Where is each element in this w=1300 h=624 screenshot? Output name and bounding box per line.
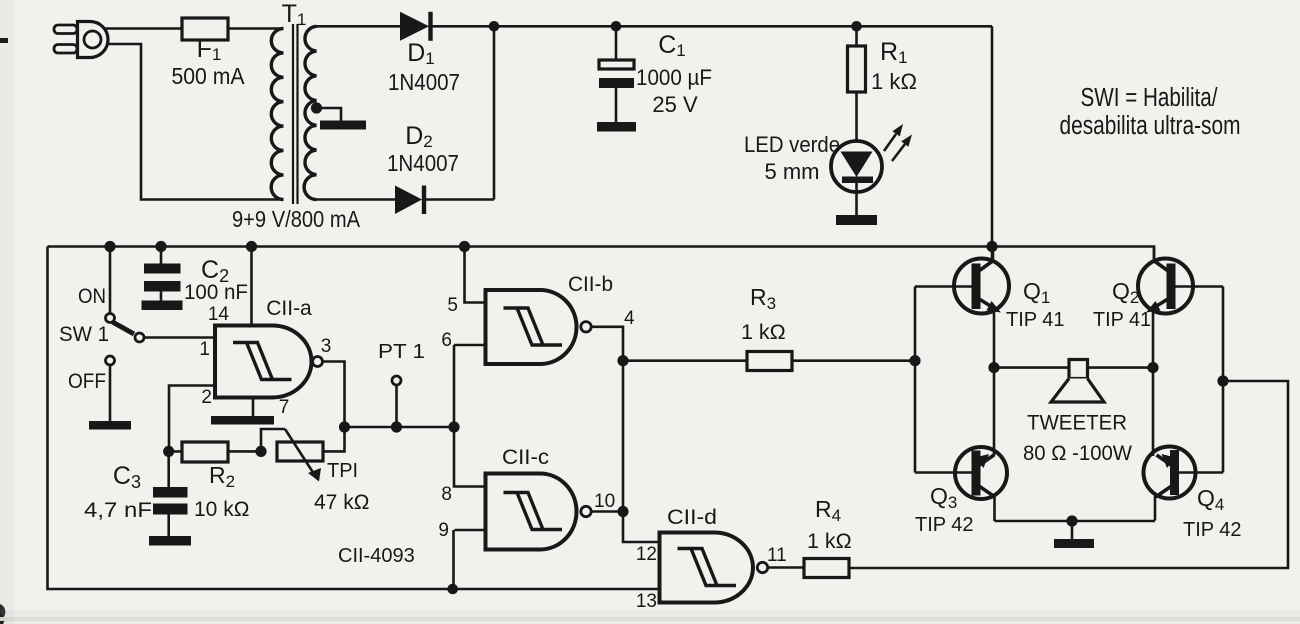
svg-text:8: 8 bbox=[441, 484, 452, 505]
svg-text:SW 1: SW 1 bbox=[59, 323, 109, 346]
svg-text:4: 4 bbox=[624, 308, 635, 329]
svg-text:13: 13 bbox=[636, 591, 657, 612]
svg-text:Q4: Q4 bbox=[1197, 485, 1224, 514]
svg-text:5: 5 bbox=[447, 295, 458, 316]
svg-text:desabilita ultra-som: desabilita ultra-som bbox=[1060, 112, 1241, 140]
svg-text:TIP 42: TIP 42 bbox=[1183, 519, 1242, 541]
svg-text:LED verde: LED verde bbox=[744, 132, 840, 157]
svg-text:TIP 42: TIP 42 bbox=[915, 514, 974, 536]
svg-text:1N4007: 1N4007 bbox=[388, 69, 460, 95]
svg-text:SWI = Habilita/: SWI = Habilita/ bbox=[1081, 84, 1219, 112]
svg-text:100 nF: 100 nF bbox=[184, 281, 248, 304]
svg-text:Q1: Q1 bbox=[1023, 278, 1050, 307]
svg-text:47 kΩ: 47 kΩ bbox=[314, 491, 369, 514]
svg-text:25 V: 25 V bbox=[652, 92, 698, 117]
svg-text:TWEETER: TWEETER bbox=[1027, 411, 1127, 435]
svg-text:10: 10 bbox=[594, 491, 615, 512]
svg-text:12: 12 bbox=[636, 544, 657, 565]
svg-text:1000 µF: 1000 µF bbox=[636, 65, 712, 90]
svg-text:7: 7 bbox=[279, 397, 290, 418]
svg-text:2: 2 bbox=[201, 387, 212, 408]
svg-text:9+9 V/800 mA: 9+9 V/800 mA bbox=[232, 206, 361, 232]
svg-text:14: 14 bbox=[208, 304, 230, 325]
svg-text:4,7 nF: 4,7 nF bbox=[84, 499, 152, 522]
svg-text:11: 11 bbox=[767, 545, 787, 566]
svg-text:10 kΩ: 10 kΩ bbox=[194, 498, 249, 521]
svg-text:TIP 41: TIP 41 bbox=[1006, 309, 1065, 331]
svg-text:D1: D1 bbox=[407, 39, 435, 68]
svg-text:1 kΩ: 1 kΩ bbox=[741, 320, 786, 344]
svg-text:1 kΩ: 1 kΩ bbox=[807, 529, 852, 553]
svg-text:CII-b: CII-b bbox=[568, 273, 613, 296]
svg-text:5 mm: 5 mm bbox=[765, 159, 820, 184]
svg-text:TPI: TPI bbox=[327, 460, 358, 482]
svg-text:CII-a: CII-a bbox=[266, 297, 312, 320]
svg-text:TIP 41: TIP 41 bbox=[1093, 309, 1151, 331]
svg-text:3: 3 bbox=[321, 336, 332, 357]
svg-text:CII-d: CII-d bbox=[667, 506, 717, 529]
svg-text:1: 1 bbox=[199, 339, 210, 360]
svg-text:CII-4093: CII-4093 bbox=[338, 545, 415, 567]
svg-text:PT 1: PT 1 bbox=[378, 341, 425, 363]
svg-text:500 mA: 500 mA bbox=[172, 63, 245, 89]
svg-text:1N4007: 1N4007 bbox=[387, 150, 459, 176]
svg-text:80 Ω -100W: 80 Ω -100W bbox=[1023, 441, 1133, 465]
svg-text:6: 6 bbox=[441, 330, 452, 351]
svg-text:OFF: OFF bbox=[68, 370, 106, 393]
svg-text:CII-c: CII-c bbox=[502, 446, 549, 469]
svg-text:ON: ON bbox=[78, 285, 106, 308]
svg-text:9: 9 bbox=[438, 520, 449, 541]
svg-text:1 kΩ: 1 kΩ bbox=[871, 69, 917, 94]
